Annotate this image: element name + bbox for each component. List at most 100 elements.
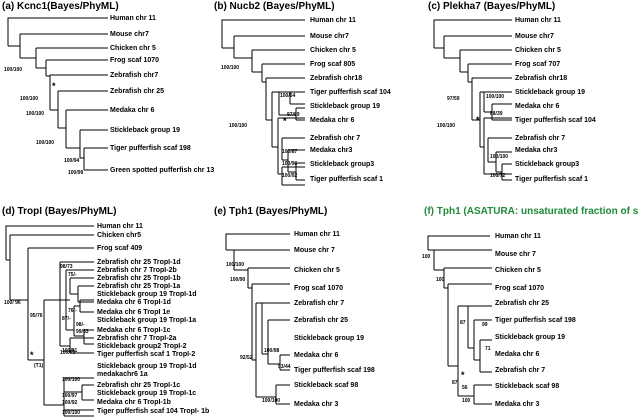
leaf: Stickleback group 19 bbox=[515, 89, 585, 96]
support-value: 100/96 bbox=[282, 161, 298, 167]
support-value: 95/76 bbox=[30, 313, 43, 319]
support-value: 99 bbox=[482, 322, 488, 328]
leaf: Stickleback scaf 98 bbox=[294, 382, 358, 389]
support-value: 100/92 bbox=[282, 173, 298, 179]
leaf: Green spotted pufferfish chr 13 bbox=[110, 167, 214, 174]
panel-b-branches-clade1 bbox=[278, 91, 305, 121]
leaf: Medaka chr3 bbox=[515, 147, 558, 154]
panel-c: (c) Plekha7 (Bayes/PhyML) Human chr 11 M… bbox=[428, 1, 596, 183]
support-value: 100/100 bbox=[486, 94, 504, 100]
leaf: Mouse chr 7 bbox=[495, 251, 536, 258]
panel-d: (d) TropI (Bayes/PhyML) Human chr 11 Chi… bbox=[2, 206, 209, 417]
support-value: 100/100 bbox=[262, 398, 280, 404]
leaf: Frog scaf 1070 bbox=[110, 57, 159, 64]
panel-b-title: (b) Nucb2 (Bayes/PhyML) bbox=[214, 1, 335, 12]
leaf: Medaka chr 6 bbox=[294, 352, 338, 359]
support-value: 100/90 bbox=[230, 277, 246, 283]
support-value: 88/39 bbox=[490, 111, 503, 117]
leaf: Medaka chr 6 bbox=[310, 117, 354, 124]
leaf: Stickleback group 19 bbox=[495, 334, 565, 341]
support-value: 100/100 bbox=[226, 262, 244, 268]
leaf: Medaka chr 3 bbox=[495, 401, 539, 408]
leaf: Stickleback group 19 bbox=[110, 127, 180, 134]
leaf: Human chr 11 bbox=[294, 231, 340, 238]
leaf: Frog scaf 1070 bbox=[294, 285, 343, 292]
support-value: 87 bbox=[452, 380, 458, 386]
leaf: Zebrafish chr 7 bbox=[310, 135, 360, 142]
support-value: 100/100 bbox=[221, 65, 239, 71]
leaf: Zebrafish chr 7 TropI-2b bbox=[97, 267, 177, 274]
support-value: 76/- bbox=[68, 308, 77, 314]
leaf: Medaka chr 6 bbox=[110, 107, 154, 114]
leaf: Tiger pufferfish scaf 1 bbox=[310, 176, 383, 183]
panel-e-branches-inner bbox=[261, 302, 290, 371]
leaf: Stickleback group2 TropI-2 bbox=[97, 343, 187, 350]
support-value: 75/- bbox=[68, 272, 77, 278]
panel-f-branches-inner bbox=[467, 305, 492, 373]
duplication-marker: * bbox=[283, 116, 287, 126]
leaf: Tiger pufferfish scaf 104 bbox=[515, 117, 596, 124]
support-value: 100/100 bbox=[490, 154, 508, 160]
leaf: Tiger pufferfish scaf 104 TropI- 1b bbox=[97, 408, 209, 415]
leaf: Human chr 11 bbox=[97, 223, 143, 230]
leaf: Stickleback group3 bbox=[310, 161, 374, 168]
leaf: Stickleback group 19 TropI-1d bbox=[97, 291, 197, 298]
leaf: Zebrafish chr 25 TropI-1d bbox=[97, 259, 181, 266]
leaf: Mouse chr 7 bbox=[294, 247, 335, 254]
leaf: Frog scaf 1070 bbox=[495, 285, 544, 292]
support-value: 98/- bbox=[76, 322, 85, 328]
leaf: Mouse chr7 bbox=[110, 31, 149, 38]
panel-f: (f) Tph1 (ASATURA: unsaturated fraction … bbox=[422, 206, 638, 408]
leaf: Medaka chr3 bbox=[310, 147, 353, 154]
leaf: Frog scaf 805 bbox=[310, 61, 355, 68]
panel-c-title: (c) Plekha7 (Bayes/PhyML) bbox=[428, 1, 555, 12]
leaf: Zebrafish chr18 bbox=[310, 75, 362, 82]
leaf: Chicken chr 5 bbox=[294, 267, 340, 274]
leaf: Tiger pufferfish scaf 198 bbox=[110, 145, 191, 152]
leaf: Zebrafish chr 7 bbox=[515, 135, 565, 142]
panel-d-title: (d) TropI (Bayes/PhyML) bbox=[2, 206, 116, 217]
support-value: 53/44 bbox=[278, 364, 291, 370]
support-value: 100/100 bbox=[62, 410, 80, 416]
leaf: Frog scaf 707 bbox=[515, 61, 560, 68]
support-value: 97/89 bbox=[287, 112, 300, 118]
support-value: 100/100 bbox=[437, 123, 455, 129]
leaf: Zebrafish chr 7 bbox=[495, 367, 545, 374]
support-value: 98/73 bbox=[60, 264, 73, 270]
leaf: Zebrafish chr7 bbox=[110, 72, 158, 79]
leaf: Zebrafish chr 25 bbox=[110, 88, 164, 95]
leaf: Zebrafish chr 7 bbox=[294, 300, 344, 307]
leaf: Zebrafish chr 7 TropI-2a bbox=[97, 335, 176, 342]
leaf: Stickleback scaf 98 bbox=[495, 383, 559, 390]
panel-b: (b) Nucb2 (Bayes/PhyML) Human chr 11 Mou… bbox=[214, 1, 391, 186]
support-value: 56 bbox=[462, 385, 468, 391]
leaf: Stickleback group 19 bbox=[294, 335, 364, 342]
panel-b-branches-clade2 bbox=[281, 137, 305, 181]
support-value: 100/64 bbox=[280, 93, 296, 99]
support-value: 100/100 bbox=[62, 377, 80, 383]
support-value: 100/98 bbox=[264, 348, 280, 354]
leaf: Tiger pufferfish scaf 104 bbox=[310, 89, 391, 96]
leaf: Medaka chr 6 TropI 1e bbox=[97, 309, 170, 316]
leaf: Medaka chr 6 TropI-1c bbox=[97, 327, 171, 334]
leaf: Medaka chr 6 TropI-1d bbox=[97, 299, 171, 306]
leaf: Zebrafish chr 25 TropI-1c bbox=[97, 382, 180, 389]
support-value: 100 bbox=[422, 254, 431, 260]
support-value: 100/81 bbox=[62, 348, 78, 354]
duplication-marker: * bbox=[476, 115, 480, 125]
support-value: 100/97 bbox=[62, 393, 78, 399]
leaf: Stickleback group3 bbox=[515, 161, 579, 168]
leaf: Chicken chr 5 bbox=[495, 267, 541, 274]
support-value: 100/92 bbox=[62, 400, 78, 406]
panel-d-branches-outer bbox=[5, 225, 94, 411]
leaf: Tiger pufferfish scaf 198 bbox=[495, 317, 576, 324]
leaf: Stickleback group 19 TropI-1d bbox=[97, 363, 197, 370]
panel-c-branches-clade2 bbox=[487, 137, 512, 181]
leaf: Tiger pufferfish scaf 1 bbox=[515, 176, 588, 183]
panel-f-branches-outer bbox=[427, 235, 492, 405]
leaf: Mouse chr7 bbox=[310, 33, 349, 40]
panel-e-branches-outer bbox=[225, 233, 290, 405]
leaf: Stickleback group 19 TropI-1a bbox=[97, 317, 196, 324]
leaf: Stickleback group 19 bbox=[310, 103, 380, 110]
